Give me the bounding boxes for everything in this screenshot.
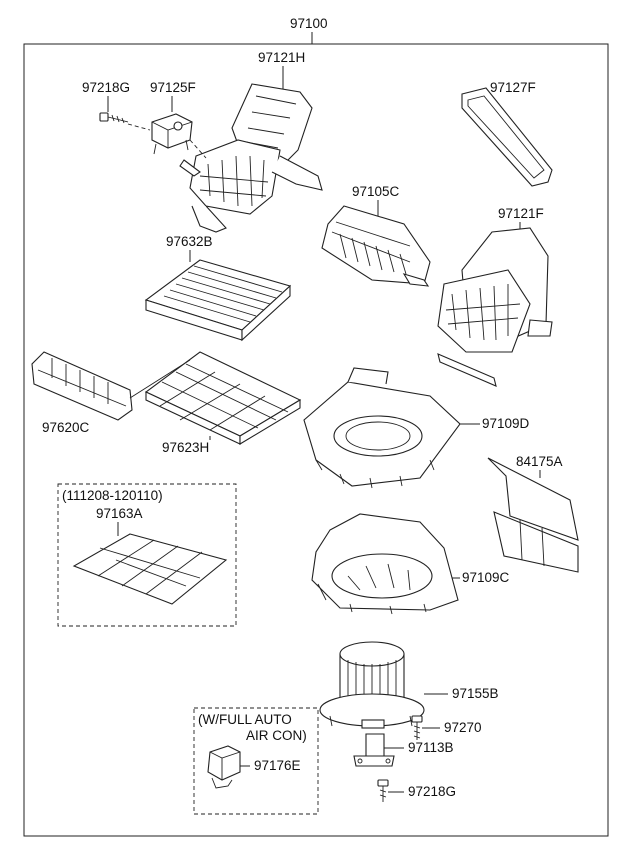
label-97127F: 97127F [490, 80, 536, 95]
screw-97270 [411, 715, 423, 740]
screw-97218G-bottom [377, 779, 389, 802]
label-97109C: 97109C [462, 570, 510, 585]
label-97218G-top: 97218G [82, 80, 130, 95]
assembly-frame [23, 43, 609, 837]
bracket-97113B [353, 733, 395, 767]
option-note-line2: AIR CON) [246, 728, 307, 743]
cover-97620C [31, 351, 133, 421]
date-range-note: (111208-120110) [62, 488, 163, 503]
label-97109D: 97109D [482, 416, 530, 431]
label-97113B: 97113B [408, 740, 454, 755]
label-97270: 97270 [444, 720, 482, 735]
filter-97163A [72, 533, 228, 605]
screw-97218G-top [99, 112, 129, 124]
label-97121H: 97121H [258, 50, 305, 65]
foam-pad-84175A [487, 457, 579, 573]
actuator-97125F [151, 113, 193, 155]
scroll-case-97109C [311, 513, 459, 615]
label-97105C: 97105C [352, 184, 400, 199]
label-84175A: 84175A [516, 454, 563, 469]
filter-frame-97623H [129, 351, 302, 445]
cabin-filter-97632B [144, 259, 292, 342]
label-97155B: 97155B [452, 686, 499, 701]
upper-housing-97121H [179, 83, 323, 233]
label-97121F: 97121F [498, 206, 544, 221]
label-97163A: 97163A [96, 506, 143, 521]
label-97620C: 97620C [42, 420, 90, 435]
seal-97127F [461, 87, 553, 187]
resistor-97176E [207, 745, 241, 789]
option-note-line1: (W/FULL AUTO [198, 712, 292, 727]
date-range-group [57, 483, 237, 627]
label-97125F: 97125F [150, 80, 196, 95]
lower-housing-97121F [437, 227, 553, 387]
option-group [193, 707, 319, 815]
label-97176E: 97176E [254, 758, 301, 773]
intake-case-97105C [321, 205, 431, 287]
label-97218G-bottom: 97218G [408, 784, 456, 799]
label-97632B: 97632B [166, 234, 213, 249]
blower-motor-97155B [319, 641, 425, 729]
scroll-case-97109D [303, 367, 461, 489]
assembly-number-label: 97100 [290, 16, 328, 31]
label-97623H: 97623H [162, 440, 209, 455]
